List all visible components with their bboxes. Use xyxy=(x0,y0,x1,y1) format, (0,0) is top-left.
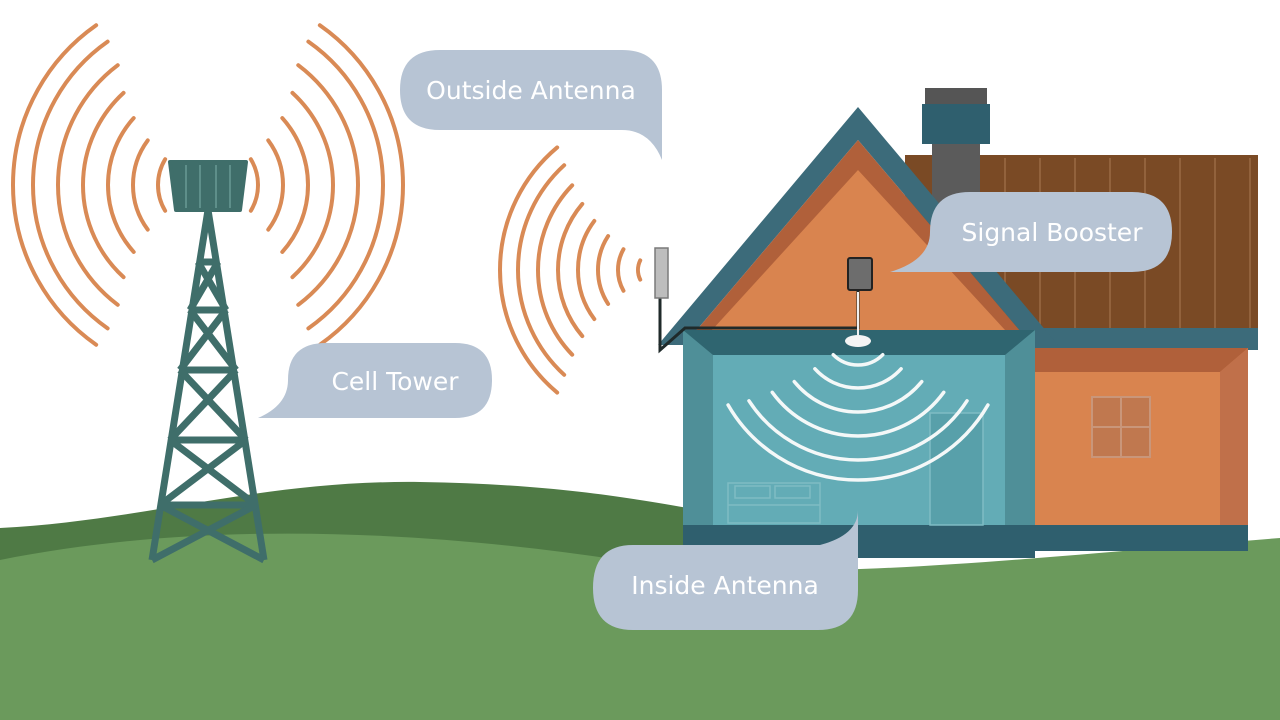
signal-wave xyxy=(536,183,575,357)
signal-wave xyxy=(726,403,990,482)
signal-wave xyxy=(516,163,567,377)
signal-booster-icon xyxy=(847,257,873,291)
signal-wave xyxy=(56,63,120,307)
cell-tower-callout: Cell Tower xyxy=(258,343,492,418)
cell-tower-signal-waves xyxy=(11,23,405,347)
cell-tower-label: Cell Tower xyxy=(331,367,459,396)
signal-wave xyxy=(290,90,335,280)
signal-wave xyxy=(616,247,626,293)
signal-wave xyxy=(556,201,585,339)
signal-wave xyxy=(156,157,168,213)
signal-wave xyxy=(296,63,360,307)
door xyxy=(929,412,984,526)
signal-wave xyxy=(498,145,560,395)
signal-wave xyxy=(792,379,924,414)
signal-wave xyxy=(81,90,126,280)
signal-wave xyxy=(280,116,310,254)
chimney-top xyxy=(925,88,987,108)
signal-wave xyxy=(317,23,405,347)
outside-antenna-icon xyxy=(654,247,669,299)
signal-wave xyxy=(266,138,285,232)
signal-booster-callout: Signal Booster xyxy=(890,192,1172,272)
inside-antenna-icon xyxy=(845,335,871,347)
signal-wave xyxy=(636,258,643,282)
signal-wave xyxy=(831,352,885,367)
signal-wave xyxy=(747,399,969,462)
inside-antenna-label: Inside Antenna xyxy=(631,571,819,600)
outside-antenna-callout: Outside Antenna xyxy=(400,50,662,160)
signal-wave xyxy=(131,138,150,232)
outside-antenna-label: Outside Antenna xyxy=(426,76,636,105)
signal-wave xyxy=(248,157,260,213)
house xyxy=(658,88,1258,558)
signal-wave xyxy=(306,39,385,331)
inside-antenna-callout: Inside Antenna xyxy=(593,510,858,630)
signal-wave xyxy=(770,390,946,438)
inside-antenna-signal-waves xyxy=(726,352,990,482)
signal-booster-label: Signal Booster xyxy=(962,218,1144,247)
signal-wave xyxy=(11,23,99,347)
outside-antenna-signal-waves xyxy=(498,145,643,395)
signal-wave xyxy=(31,39,110,331)
window xyxy=(1091,396,1151,458)
signal-wave xyxy=(596,234,611,306)
signal-wave xyxy=(106,116,136,254)
signal-wave xyxy=(813,367,903,390)
cell-tower-icon xyxy=(148,160,268,564)
signal-wave xyxy=(576,218,597,322)
bed xyxy=(727,482,821,524)
